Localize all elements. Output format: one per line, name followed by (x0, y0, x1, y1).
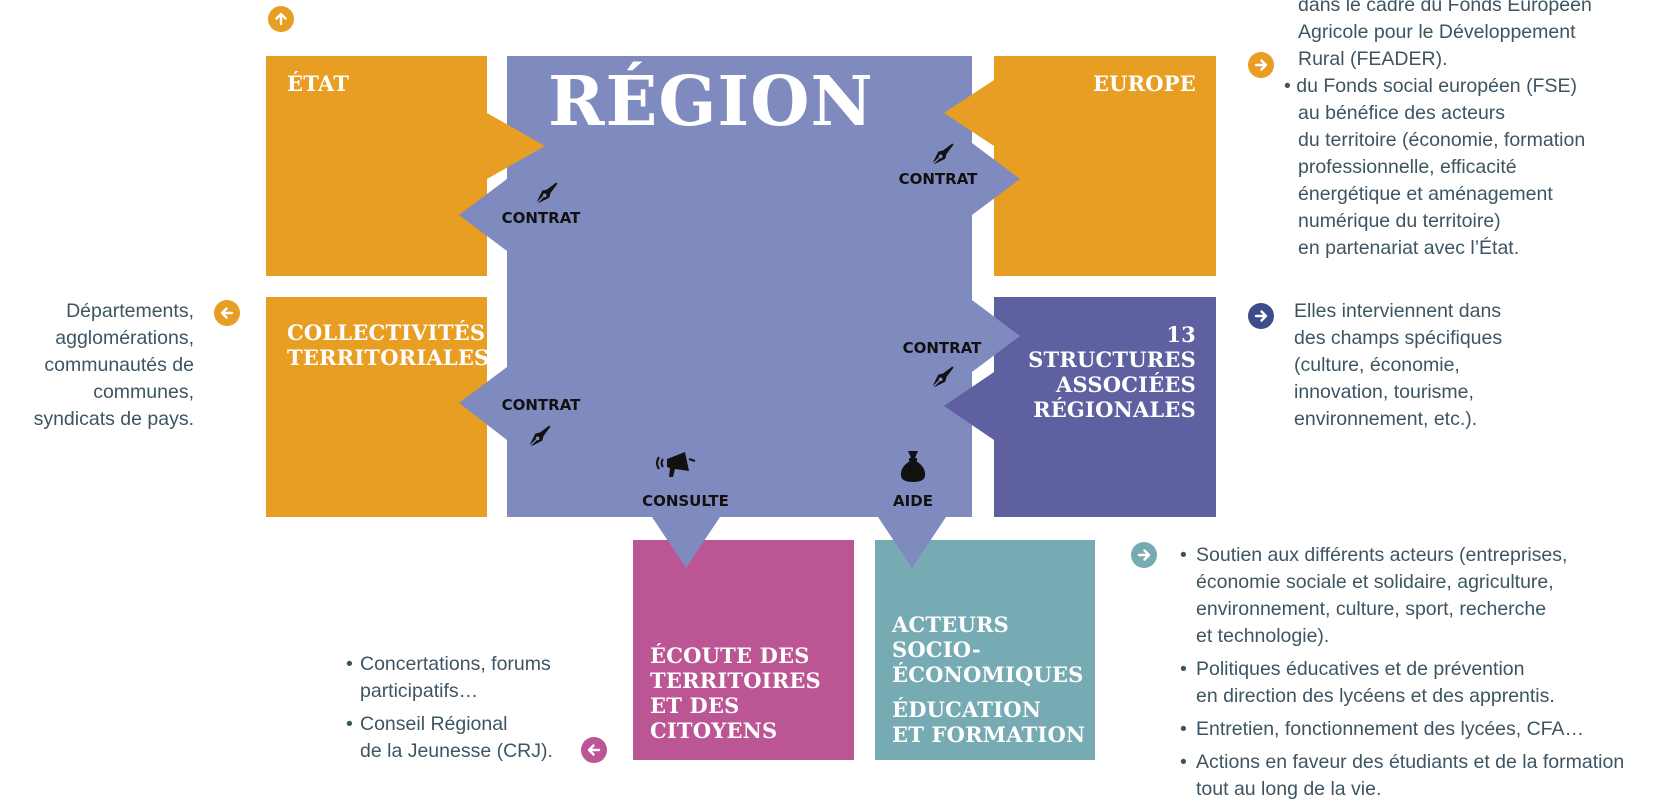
pointer-europe-to-region (944, 80, 994, 146)
list-item: • Actions en faveur des étudiants et de … (1180, 751, 1625, 800)
pointer-region-to-europe (972, 143, 1020, 215)
fountain-pen-icon (932, 143, 954, 165)
fountain-pen-icon (932, 366, 954, 388)
acteurs-box (875, 540, 1095, 760)
list-item: • Politiques éducatives et de prévention… (1180, 658, 1555, 707)
fountain-pen-icon (529, 425, 551, 447)
arrow-right-icon (1248, 303, 1274, 329)
education-title: ÉDUCATION ET FORMATION (892, 697, 1086, 747)
aide-label: AIDE (893, 492, 933, 510)
list-item: • Soutien aux différents acteurs (entrep… (1180, 544, 1568, 647)
acteurs-annotation: • Soutien aux différents acteurs (entrep… (1180, 542, 1624, 803)
contrat-label-europe: CONTRAT (898, 170, 978, 188)
contrat-label-structures: CONTRAT (902, 339, 982, 357)
list-item: • Concertations, forums participatifs… (346, 653, 551, 702)
megaphone-icon (656, 452, 696, 477)
acteurs-title: ACTEURS SOCIO- ÉCONOMIQUES (892, 612, 1084, 687)
europe-box (994, 56, 1216, 276)
region-box (507, 56, 972, 517)
structures-annotation: Elles interviennent dans des champs spéc… (1294, 300, 1503, 430)
arrow-left-icon (581, 737, 607, 763)
money-bag-icon (900, 451, 926, 482)
pointer-structures-to-region (944, 372, 994, 440)
contrat-label-collectivites: CONTRAT (501, 396, 581, 414)
pointer-region-to-ecoute (652, 517, 720, 568)
pointer-region-to-etat (459, 179, 507, 251)
arrow-right-icon (1131, 542, 1157, 568)
arrow-up-icon (268, 6, 294, 32)
collectivites-annotation: Départements, agglomérations, communauté… (33, 300, 194, 430)
collectivites-title: COLLECTIVITÉS TERRITORIALES (287, 320, 490, 370)
region-title: RÉGION (548, 62, 874, 142)
ecoute-title: ÉCOUTE DES TERRITOIRES ET DES CITOYENS (650, 643, 821, 743)
ecoute-annotation: • Concertations, forums participatifs… •… (346, 651, 553, 765)
pointer-region-to-collectivites (459, 367, 507, 440)
arrow-left-icon (214, 300, 240, 326)
collectivites-box (266, 297, 487, 517)
pointer-etat-to-region (487, 113, 545, 179)
fountain-pen-icon (536, 182, 558, 204)
pointer-region-to-structures (972, 300, 1020, 372)
list-item: • Entretien, fonctionnement des lycées, … (1180, 718, 1585, 740)
europe-title: EUROPE (1092, 71, 1196, 96)
arrow-right-icon (1248, 52, 1274, 78)
ecoute-box (633, 540, 854, 760)
contrat-label-etat: CONTRAT (501, 209, 581, 227)
pointer-region-to-acteurs (878, 517, 946, 568)
etat-box (266, 56, 487, 276)
structures-box (994, 297, 1216, 517)
list-item: • Conseil Régional de la Jeunesse (CRJ). (346, 713, 553, 762)
etat-title: ÉTAT (287, 71, 350, 96)
europe-annotation: dans le cadre du Fonds Européen Agricole… (1284, 0, 1592, 259)
consulte-label: CONSULTE (642, 492, 729, 510)
structures-title: 13 STRUCTURES ASSOCIÉES RÉGIONALES (1028, 322, 1196, 422)
